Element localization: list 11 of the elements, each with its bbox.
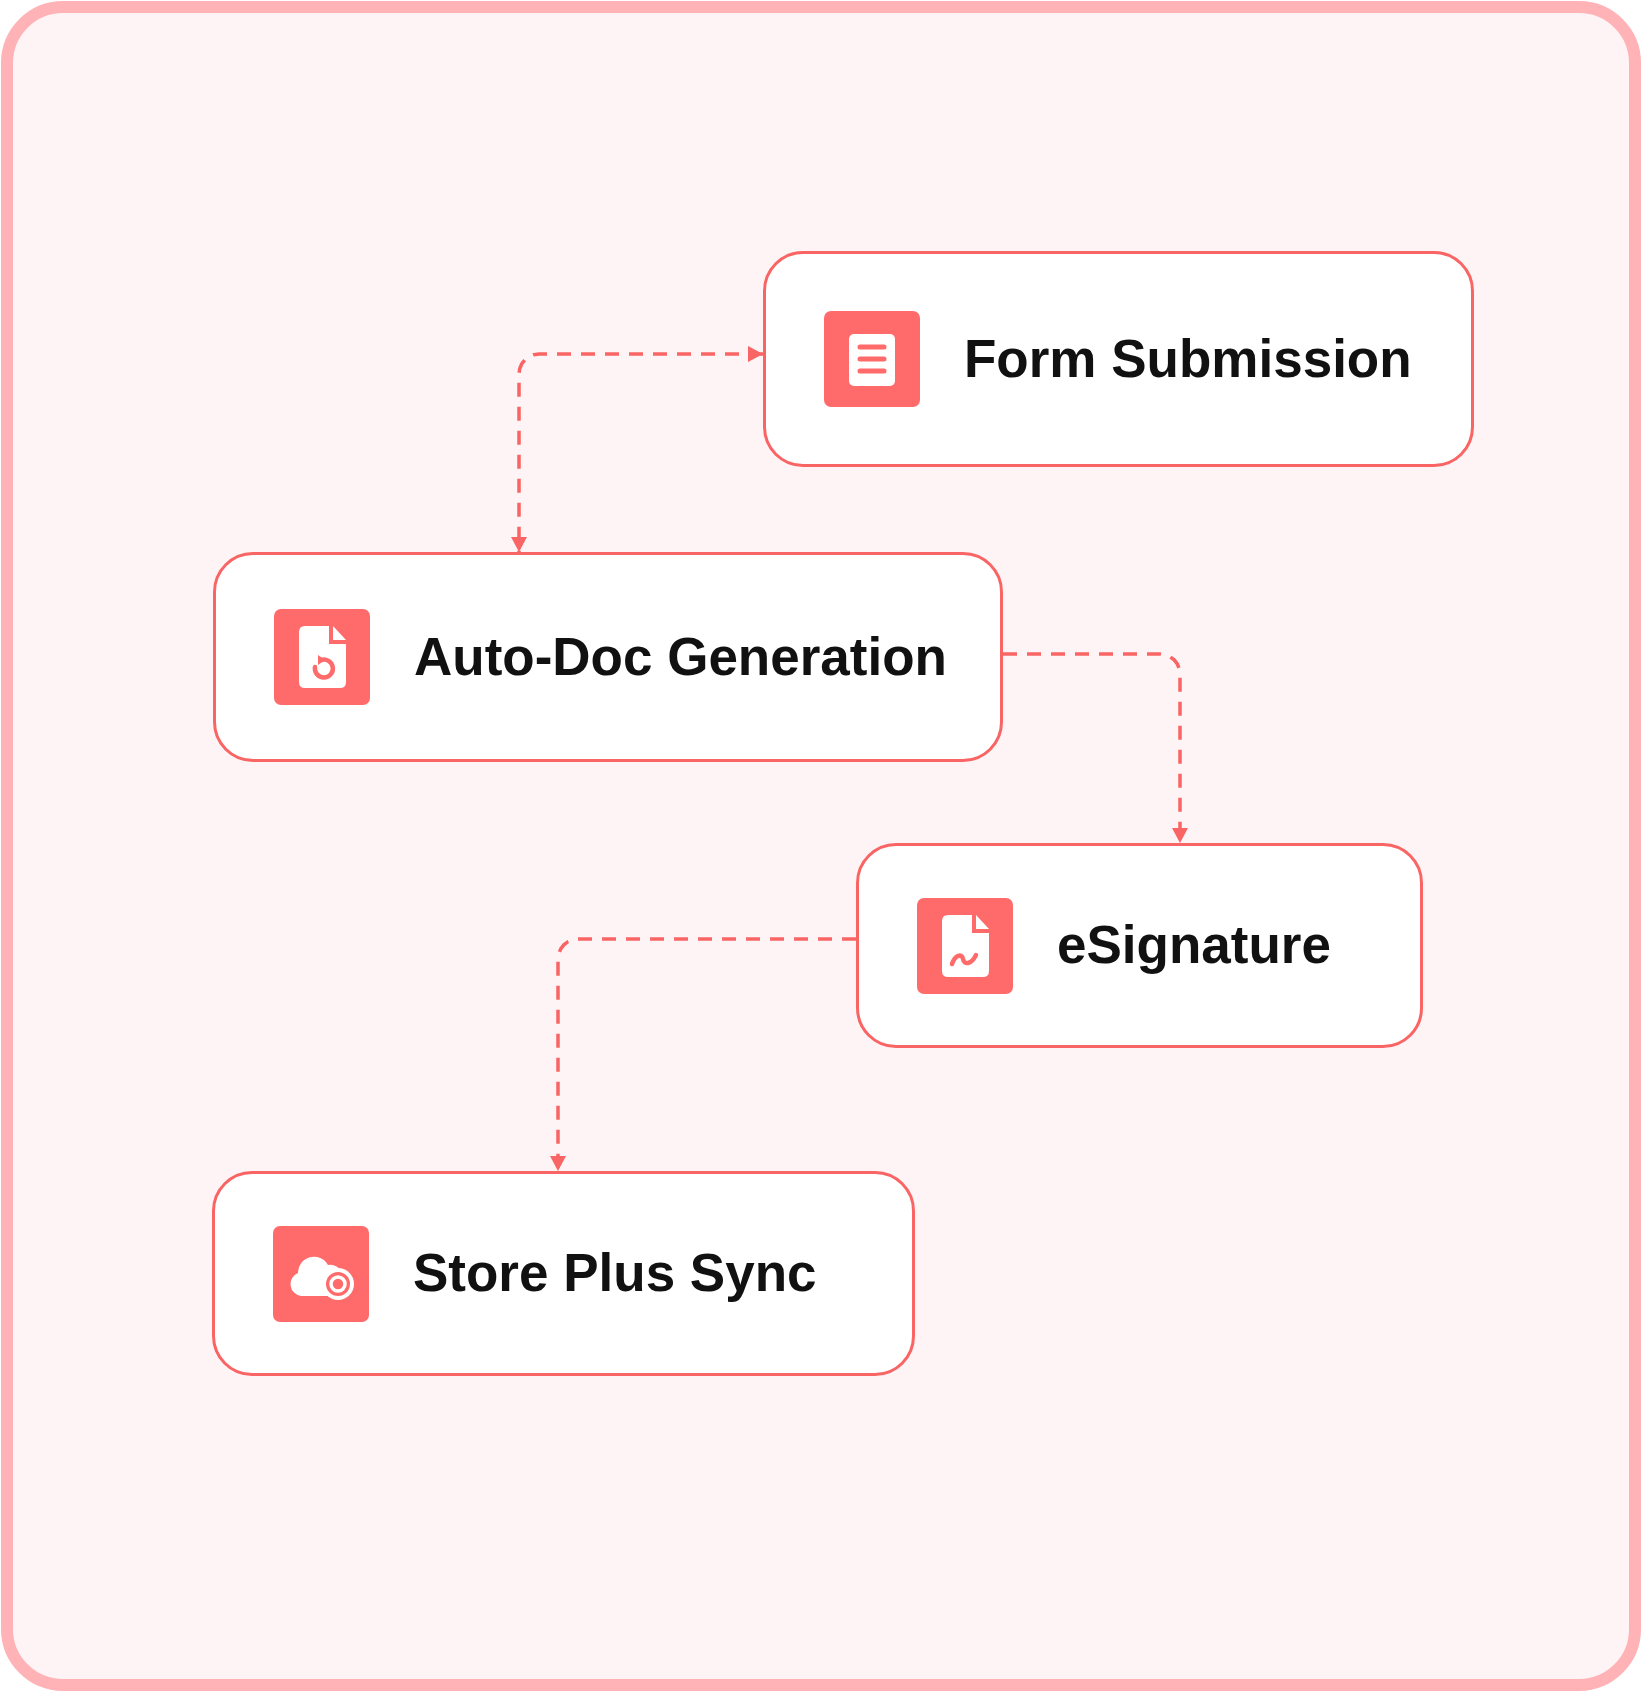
process-box [213,552,1003,762]
node-label: eSignature [1057,915,1331,976]
node-label: Auto-Doc Generation [414,626,947,688]
node-label: Form Submission [964,328,1412,390]
dashed-arrow [511,346,763,552]
process-box [212,1171,915,1376]
process-box [763,251,1474,467]
node-label: Store Plus Sync [413,1243,817,1304]
dashed-arrow [1003,652,1188,843]
process-box [856,843,1423,1048]
dashed-arrow [550,937,856,1171]
